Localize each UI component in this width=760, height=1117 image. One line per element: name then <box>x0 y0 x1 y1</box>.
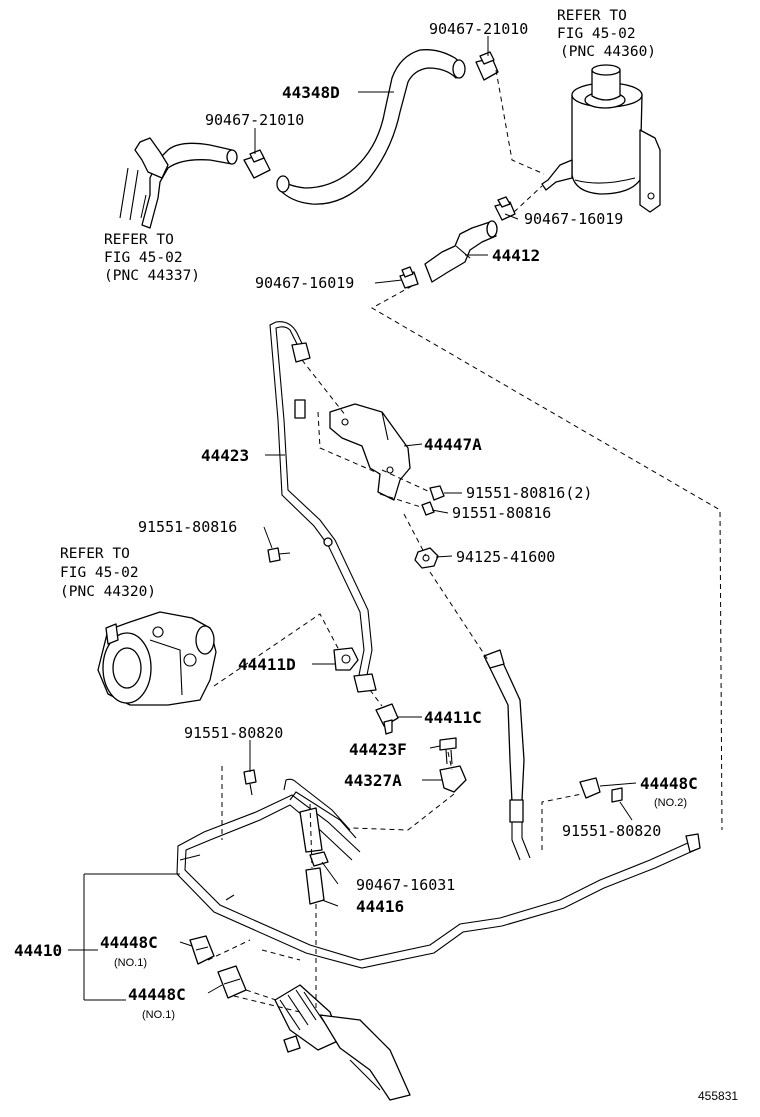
label-44448C-b: 44448C <box>128 985 186 1004</box>
clamp-90467-16031 <box>309 851 329 867</box>
label-44411C: 44411C <box>424 708 482 727</box>
label-44423: 44423 <box>201 446 249 465</box>
power-steering-pump-drawing <box>97 611 217 706</box>
label-44327A: 44327A <box>344 771 402 790</box>
hose-clamp-top <box>475 51 499 81</box>
ref-mid-left-line1: REFER TO <box>60 546 130 562</box>
ref-top-left-line3: (PNC 44337) <box>104 268 200 284</box>
union-bolt-44411C <box>375 703 399 735</box>
hose-clamp-lower-left <box>399 266 419 289</box>
ref-top-left-line1: REFER TO <box>104 232 174 248</box>
hose-44416 <box>299 807 325 905</box>
clamp-44448C-no1-a <box>189 935 215 965</box>
bolt-91551-80820-left <box>243 769 257 796</box>
label-91551-80816-c: 91551-80816 <box>138 518 237 536</box>
label-91551-80820-a: 91551-80820 <box>184 724 283 742</box>
label-91551-80820-b: 91551-80820 <box>562 822 661 840</box>
ref-top-right-line2: FIG 45-02 <box>557 26 636 42</box>
ref-top-left-line2: FIG 45-02 <box>104 250 183 266</box>
label-44447A: 44447A <box>424 435 482 454</box>
ref-top-right-line3: (PNC 44360) <box>560 44 656 60</box>
label-44448C-a: 44448C <box>100 933 158 952</box>
dashed-reference-lines <box>207 69 723 1013</box>
ref-top-right-line1: REFER TO <box>557 8 627 24</box>
nut-94125-41600 <box>414 547 439 569</box>
leader-lines <box>68 36 637 1001</box>
pressure-hose-right <box>483 649 531 861</box>
bolt-91551-80816-pair <box>421 485 445 516</box>
reference-note-top-right: REFER TO FIG 45-02 (PNC 44360) <box>557 8 656 60</box>
steering-gear-housing <box>274 984 411 1101</box>
label-90467-16031: 90467-16031 <box>356 876 455 894</box>
label-91551-80816-b: 91551-80816 <box>452 504 551 522</box>
figure-number: 455831 <box>698 1089 738 1103</box>
ref-mid-left-line2: FIG 45-02 <box>60 565 139 581</box>
bolt-91551-80816-left <box>267 547 291 563</box>
part-labels: 90467-21010 44348D 90467-21010 90467-160… <box>14 20 738 1103</box>
clamp-44327A <box>439 765 467 793</box>
bolt-44423F <box>439 737 457 765</box>
clamp-44448C-no1-b <box>217 965 247 999</box>
label-90467-16019-right: 90467-16019 <box>524 210 623 228</box>
return-tube-44410 <box>176 778 701 969</box>
union-bolt-44411D <box>333 647 359 671</box>
hose-clamp-left <box>243 149 271 179</box>
bracket-44447A <box>329 403 411 501</box>
label-44448C-no2: 44448C <box>640 774 698 793</box>
label-no1-b: (NO.1) <box>142 1009 175 1021</box>
label-90467-21010-top: 90467-21010 <box>429 20 528 38</box>
clamp-44448C-no2 <box>579 777 623 803</box>
label-90467-16019-left: 90467-16019 <box>255 274 354 292</box>
label-44423F: 44423F <box>349 740 407 759</box>
label-44348D: 44348D <box>282 83 340 102</box>
label-94125-41600: 94125-41600 <box>456 548 555 566</box>
label-44416: 44416 <box>356 897 404 916</box>
label-91551-80816-2: 91551-80816(2) <box>466 484 592 502</box>
left-pipe-assembly <box>119 137 238 229</box>
label-no1-a: (NO.1) <box>114 957 147 969</box>
ref-mid-left-line3: (PNC 44320) <box>60 584 156 600</box>
label-44410: 44410 <box>14 941 62 960</box>
label-90467-21010-left: 90467-21010 <box>205 111 304 129</box>
suction-hose-44412 <box>424 220 498 283</box>
label-44411D: 44411D <box>238 655 296 674</box>
reference-note-mid-left: REFER TO FIG 45-02 (PNC 44320) <box>60 546 156 600</box>
label-no2: (NO.2) <box>654 797 687 809</box>
pressure-pipe-44423 <box>269 321 377 693</box>
return-hose-44348D <box>276 49 466 205</box>
reservoir-tank-drawing <box>541 64 661 213</box>
reference-note-top-left: REFER TO FIG 45-02 (PNC 44337) <box>104 232 200 284</box>
label-44412: 44412 <box>492 246 540 265</box>
